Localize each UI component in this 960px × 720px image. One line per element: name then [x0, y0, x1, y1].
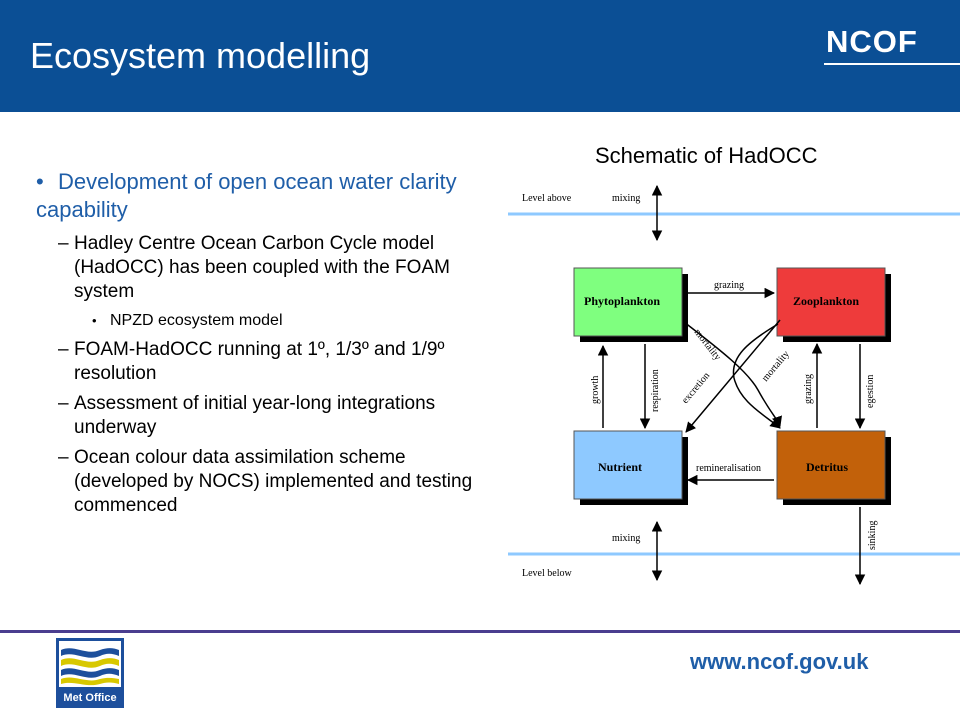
- growth-label: growth: [590, 376, 601, 404]
- hadocc-schematic: Level above Level below mixing mixing Ph…: [508, 184, 960, 586]
- nutrient-box: [573, 430, 683, 500]
- bullet-list: • Development of open ocean water clarit…: [36, 168, 476, 524]
- remineralisation-label: remineralisation: [696, 463, 761, 474]
- header-bar: [0, 0, 960, 112]
- ncof-logo-text: NCOF: [826, 24, 918, 59]
- met-office-logo-text: Met Office: [63, 692, 116, 704]
- excretion-label: excretion: [680, 370, 712, 406]
- detritus-box: [776, 430, 886, 500]
- detritus-label: Detritus: [806, 460, 848, 474]
- sub-sub-bullet: • NPZD ecosystem model: [92, 310, 476, 332]
- footer-divider: [0, 630, 960, 633]
- sub-bullet-text: Ocean colour data assimilation scheme (d…: [74, 447, 473, 516]
- zooplankton-label: Zooplankton: [793, 294, 859, 308]
- sinking-label: sinking: [867, 521, 878, 550]
- dash-icon: –: [58, 233, 69, 254]
- sub-bullet: – FOAM-HadOCC running at 1º, 1/3º and 1/…: [58, 338, 476, 386]
- schematic-title: Schematic of HadOCC: [595, 143, 818, 168]
- mixing-top-label: mixing: [612, 193, 640, 204]
- phytoplankton-label: Phytoplankton: [584, 294, 660, 308]
- sub-sub-bullet-text: NPZD ecosystem model: [110, 312, 283, 329]
- sub-bullet-text: Assessment of initial year-long integrat…: [74, 393, 436, 438]
- zooplankton-box: [776, 267, 886, 337]
- dash-icon: –: [58, 447, 69, 468]
- level-below-label: Level below: [522, 568, 572, 579]
- main-bullet: • Development of open ocean water clarit…: [36, 168, 476, 224]
- mixing-bottom-label: mixing: [612, 533, 640, 544]
- main-bullet-text: Development of open ocean water clarity …: [36, 169, 457, 222]
- website-link[interactable]: www.ncof.gov.uk: [690, 649, 869, 674]
- mortality-p-label: mortality: [692, 327, 723, 363]
- met-office-logo: Met Office: [56, 638, 124, 708]
- sub-bullet: – Assessment of initial year-long integr…: [58, 392, 476, 440]
- bullet-dot-icon: •: [36, 169, 44, 194]
- sub-bullet: – Hadley Centre Ocean Carbon Cycle model…: [58, 232, 476, 304]
- excretion-arrow: [685, 319, 781, 433]
- sub-bullet-text: Hadley Centre Ocean Carbon Cycle model (…: [74, 233, 450, 302]
- mortality-z-label: mortality: [760, 349, 792, 384]
- dash-icon: –: [58, 393, 69, 414]
- bullet-dot-icon: •: [92, 313, 97, 328]
- grazing-side-label: grazing: [803, 374, 814, 404]
- grazing-top-label: grazing: [714, 280, 744, 291]
- dash-icon: –: [58, 339, 69, 360]
- phytoplankton-box: [573, 267, 683, 337]
- sub-bullet-text: FOAM-HadOCC running at 1º, 1/3º and 1/9º…: [74, 339, 445, 384]
- nutrient-label: Nutrient: [598, 460, 642, 474]
- respiration-label: respiration: [650, 369, 661, 412]
- mortality-z-arrow: [732, 323, 781, 429]
- slide-title: Ecosystem modelling: [30, 35, 371, 76]
- brand-underline: [824, 63, 960, 65]
- egestion-label: egestion: [865, 375, 876, 408]
- level-above-label: Level above: [522, 193, 572, 204]
- sub-bullet: – Ocean colour data assimilation scheme …: [58, 446, 476, 518]
